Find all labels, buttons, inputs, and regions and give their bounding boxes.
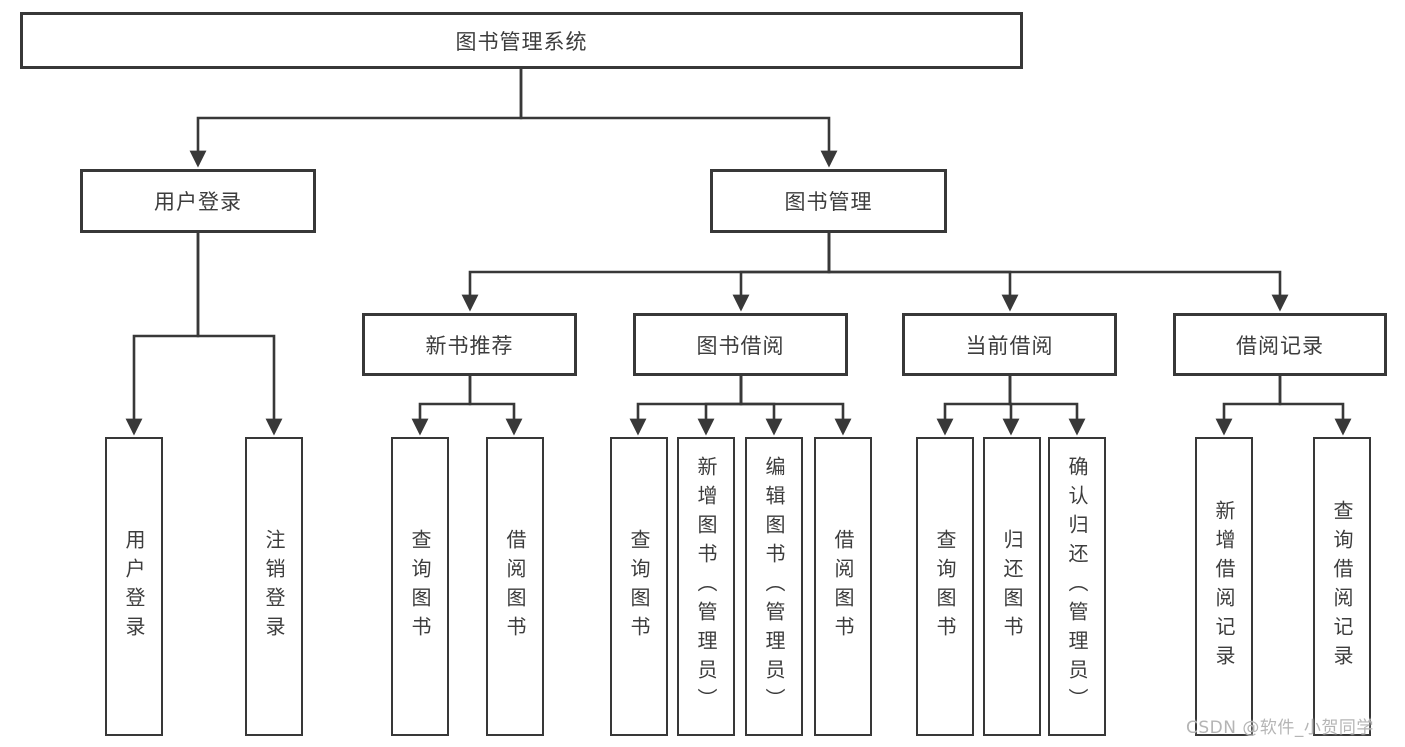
connector-login-leaf2 (196, 233, 283, 436)
node-current-borrow: 当前借阅 (902, 313, 1117, 376)
node-book-borrow: 图书借阅 (633, 313, 848, 376)
connector-newbooks-leaf1 (411, 376, 472, 436)
leaf-query-books-current: 查询图书 (916, 437, 974, 736)
leaf-borrow-books-recommend-label: 借阅图书 (503, 528, 527, 645)
connector-root-book-management (519, 69, 838, 168)
connector-current-leaf3 (1008, 376, 1086, 436)
node-book-borrow-label: 图书借阅 (696, 333, 785, 358)
node-new-book-recommend: 新书推荐 (362, 313, 577, 376)
leaf-confirm-return-admin: 确认归还（管理员） (1048, 437, 1106, 736)
node-borrow-records: 借阅记录 (1173, 313, 1387, 376)
leaf-user-login-label: 用户登录 (122, 528, 146, 645)
leaf-add-borrow-record: 新增借阅记录 (1195, 437, 1253, 736)
connector-current-leaf1 (936, 376, 1012, 436)
leaf-query-books-borrow-label: 查询图书 (627, 528, 651, 645)
connector-newbooks-leaf2 (468, 376, 523, 436)
leaf-logout-label: 注销登录 (262, 528, 286, 645)
connector-records-leaf1 (1215, 376, 1282, 436)
leaf-query-books-recommend-label: 查询图书 (408, 528, 432, 645)
node-library-system: 图书管理系统 (20, 12, 1023, 69)
leaf-edit-book-admin: 编辑图书（管理员） (745, 437, 803, 736)
leaf-query-books-borrow: 查询图书 (610, 437, 668, 736)
node-book-management-branch: 图书管理 (710, 169, 947, 233)
connector-mgmt-book-borrow (732, 233, 831, 312)
node-library-system-label: 图书管理系统 (455, 29, 588, 54)
connector-borrow-leaf2 (697, 376, 743, 436)
leaf-borrow-books-recommend: 借阅图书 (486, 437, 544, 736)
leaf-logout: 注销登录 (245, 437, 303, 736)
leaf-query-books-recommend: 查询图书 (391, 437, 449, 736)
leaf-borrow-books-label: 借阅图书 (831, 528, 855, 645)
leaf-user-login: 用户登录 (105, 437, 163, 736)
leaf-query-books-current-label: 查询图书 (933, 528, 957, 645)
leaf-add-book-admin: 新增图书（管理员） (677, 437, 735, 736)
leaf-query-borrow-record: 查询借阅记录 (1313, 437, 1371, 736)
leaf-confirm-return-admin-label: 确认归还（管理员） (1065, 456, 1089, 717)
leaf-return-book-label: 归还图书 (1000, 528, 1024, 645)
node-new-book-recommend-label: 新书推荐 (425, 333, 514, 358)
connector-records-leaf2 (1278, 376, 1352, 436)
leaf-return-book: 归还图书 (983, 437, 1041, 736)
connector-root-user-login (189, 69, 523, 168)
csdn-watermark: CSDN @软件_小贺同学 (1186, 718, 1374, 738)
node-book-management-branch-label: 图书管理 (784, 190, 873, 214)
connector-borrow-leaf4 (739, 376, 852, 436)
leaf-query-borrow-record-label: 查询借阅记录 (1330, 499, 1354, 674)
node-user-login-branch: 用户登录 (80, 169, 316, 233)
connector-mgmt-borrow-records (827, 233, 1289, 312)
node-borrow-records-label: 借阅记录 (1236, 333, 1324, 358)
leaf-borrow-books: 借阅图书 (814, 437, 872, 736)
node-user-login-branch-label: 用户登录 (154, 190, 242, 214)
connector-login-leaf1 (125, 233, 200, 436)
leaf-edit-book-admin-label: 编辑图书（管理员） (762, 456, 786, 717)
node-current-borrow-label: 当前借阅 (965, 333, 1054, 358)
leaf-add-borrow-record-label: 新增借阅记录 (1212, 499, 1236, 674)
leaf-add-book-admin-label: 新增图书（管理员） (694, 456, 718, 717)
